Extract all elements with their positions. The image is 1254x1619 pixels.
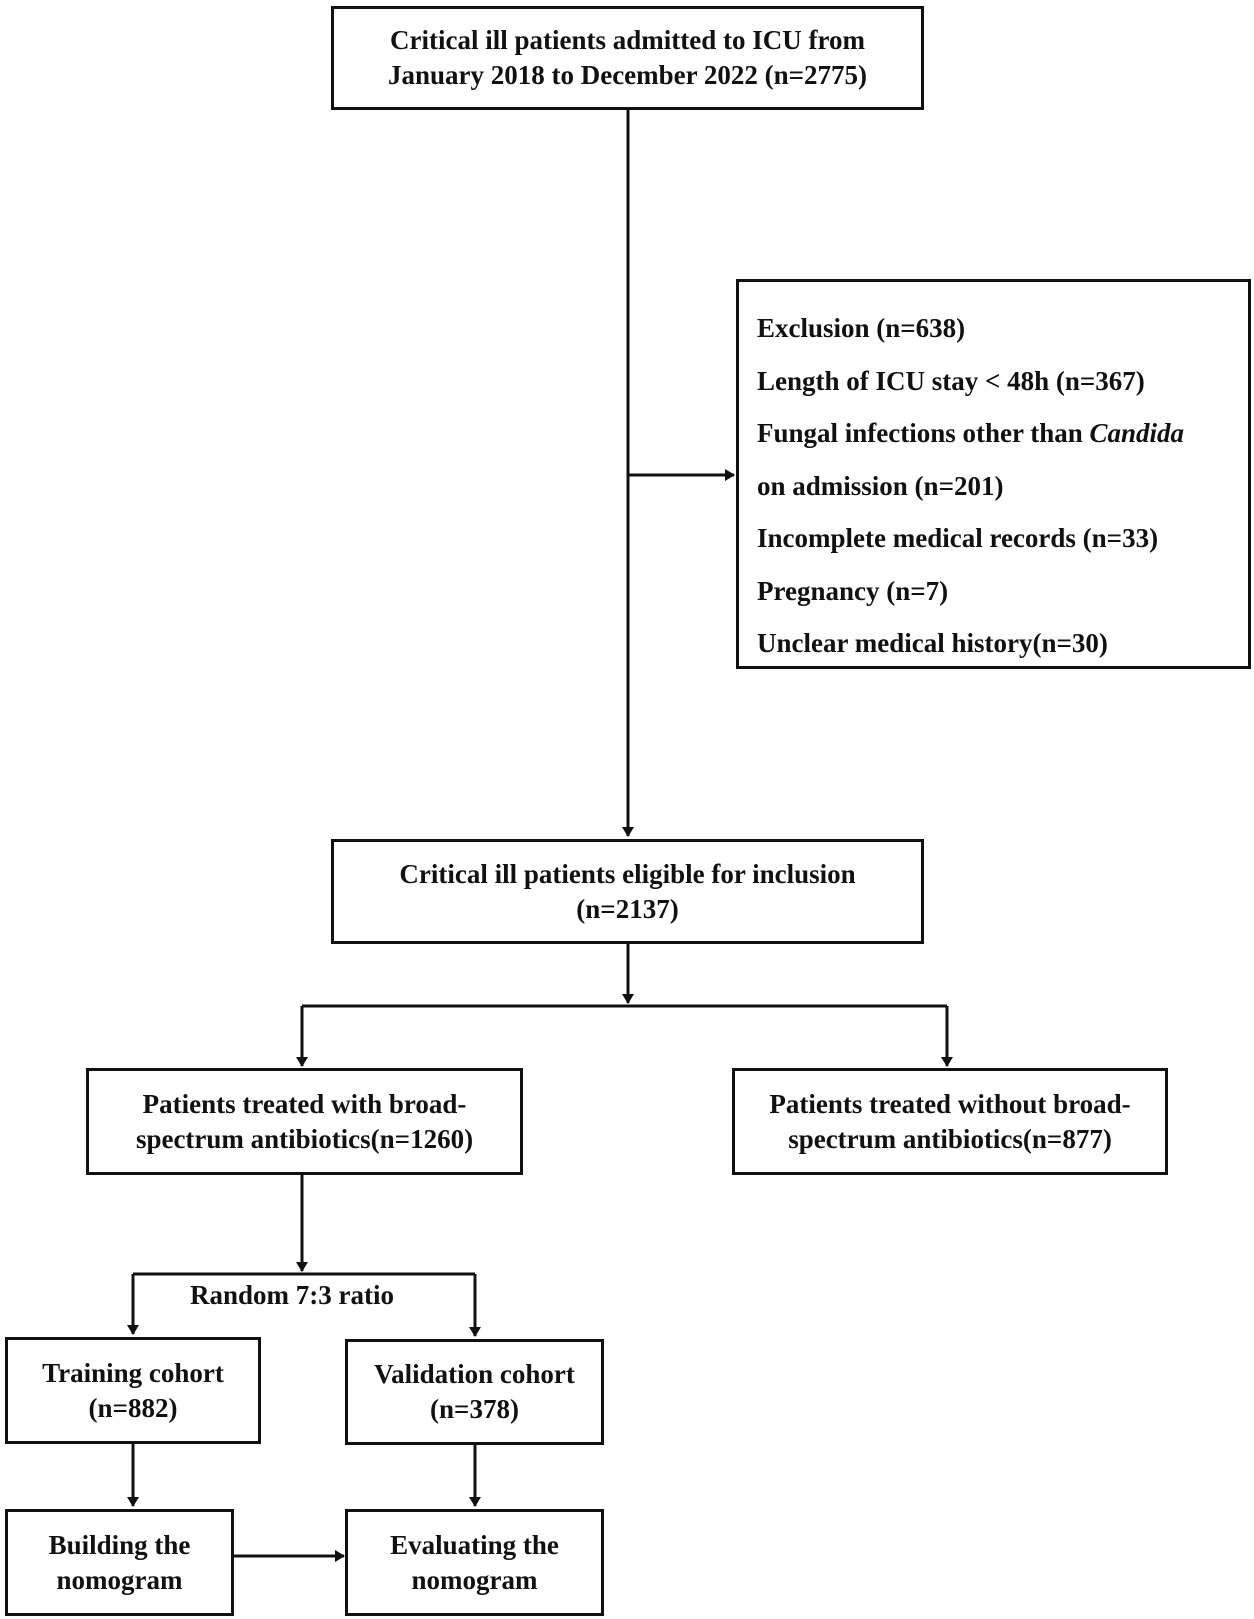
admitted-line-1: Critical ill patients admitted to ICU fr…: [390, 25, 865, 55]
validation-line-2: (n=378): [430, 1394, 519, 1424]
training-cohort-box: Training cohort (n=882): [5, 1337, 261, 1444]
validation-line-1: Validation cohort: [374, 1359, 575, 1389]
building-line-1: Building the: [48, 1529, 191, 1560]
candida-term: Candida: [1089, 418, 1185, 448]
building-nomogram-box: Building the nomogram: [5, 1509, 234, 1616]
building-line-2: nomogram: [56, 1564, 183, 1595]
exclusion-item-fungal-text: Fungal infections other than: [757, 418, 1090, 448]
evaluating-line-1: Evaluating the: [390, 1529, 559, 1560]
training-line-1: Training cohort: [42, 1357, 224, 1388]
exclusion-item-pregnancy: Pregnancy (n=7): [757, 575, 949, 606]
with-antibiotics-box: Patients treated with broad- spectrum an…: [86, 1068, 523, 1175]
eligible-line-2: (n=2137): [576, 893, 679, 924]
exclusion-box: Exclusion (n=638) Length of ICU stay < 4…: [736, 279, 1251, 669]
exclusion-header: Exclusion (n=638): [757, 313, 966, 343]
exclusion-item-unclear-history: Unclear medical history(n=30): [757, 628, 1108, 658]
without-antibiotics-box: Patients treated without broad- spectrum…: [732, 1068, 1168, 1175]
admitted-line-2: January 2018 to December 2022 (n=2775): [387, 60, 868, 90]
training-line-2: (n=882): [88, 1392, 178, 1423]
without-antibiotics-line-1: Patients treated without broad-: [769, 1088, 1131, 1119]
exclusion-item-icu-stay: Length of ICU stay < 48h (n=367): [757, 365, 1145, 396]
with-antibiotics-line-1: Patients treated with broad-: [142, 1088, 467, 1119]
random-split-label: Random 7:3 ratio: [186, 1280, 398, 1310]
without-antibiotics-line-2: spectrum antibiotics(n=877): [788, 1123, 1112, 1154]
admitted-patients-box: Critical ill patients admitted to ICU fr…: [331, 6, 924, 110]
evaluating-nomogram-box: Evaluating the nomogram: [345, 1509, 604, 1616]
with-antibiotics-line-2: spectrum antibiotics(n=1260): [135, 1123, 474, 1154]
exclusion-item-incomplete-records: Incomplete medical records (n=33): [757, 523, 1159, 553]
validation-cohort-box: Validation cohort (n=378): [345, 1339, 604, 1445]
exclusion-item-on-admission: on admission (n=201): [757, 470, 1004, 501]
eligible-line-1: Critical ill patients eligible for inclu…: [399, 858, 856, 889]
exclusion-item-fungal-infections: Fungal infections other than Candida: [757, 407, 1248, 460]
eligible-patients-box: Critical ill patients eligible for inclu…: [331, 839, 924, 944]
evaluating-line-2: nomogram: [411, 1564, 538, 1595]
